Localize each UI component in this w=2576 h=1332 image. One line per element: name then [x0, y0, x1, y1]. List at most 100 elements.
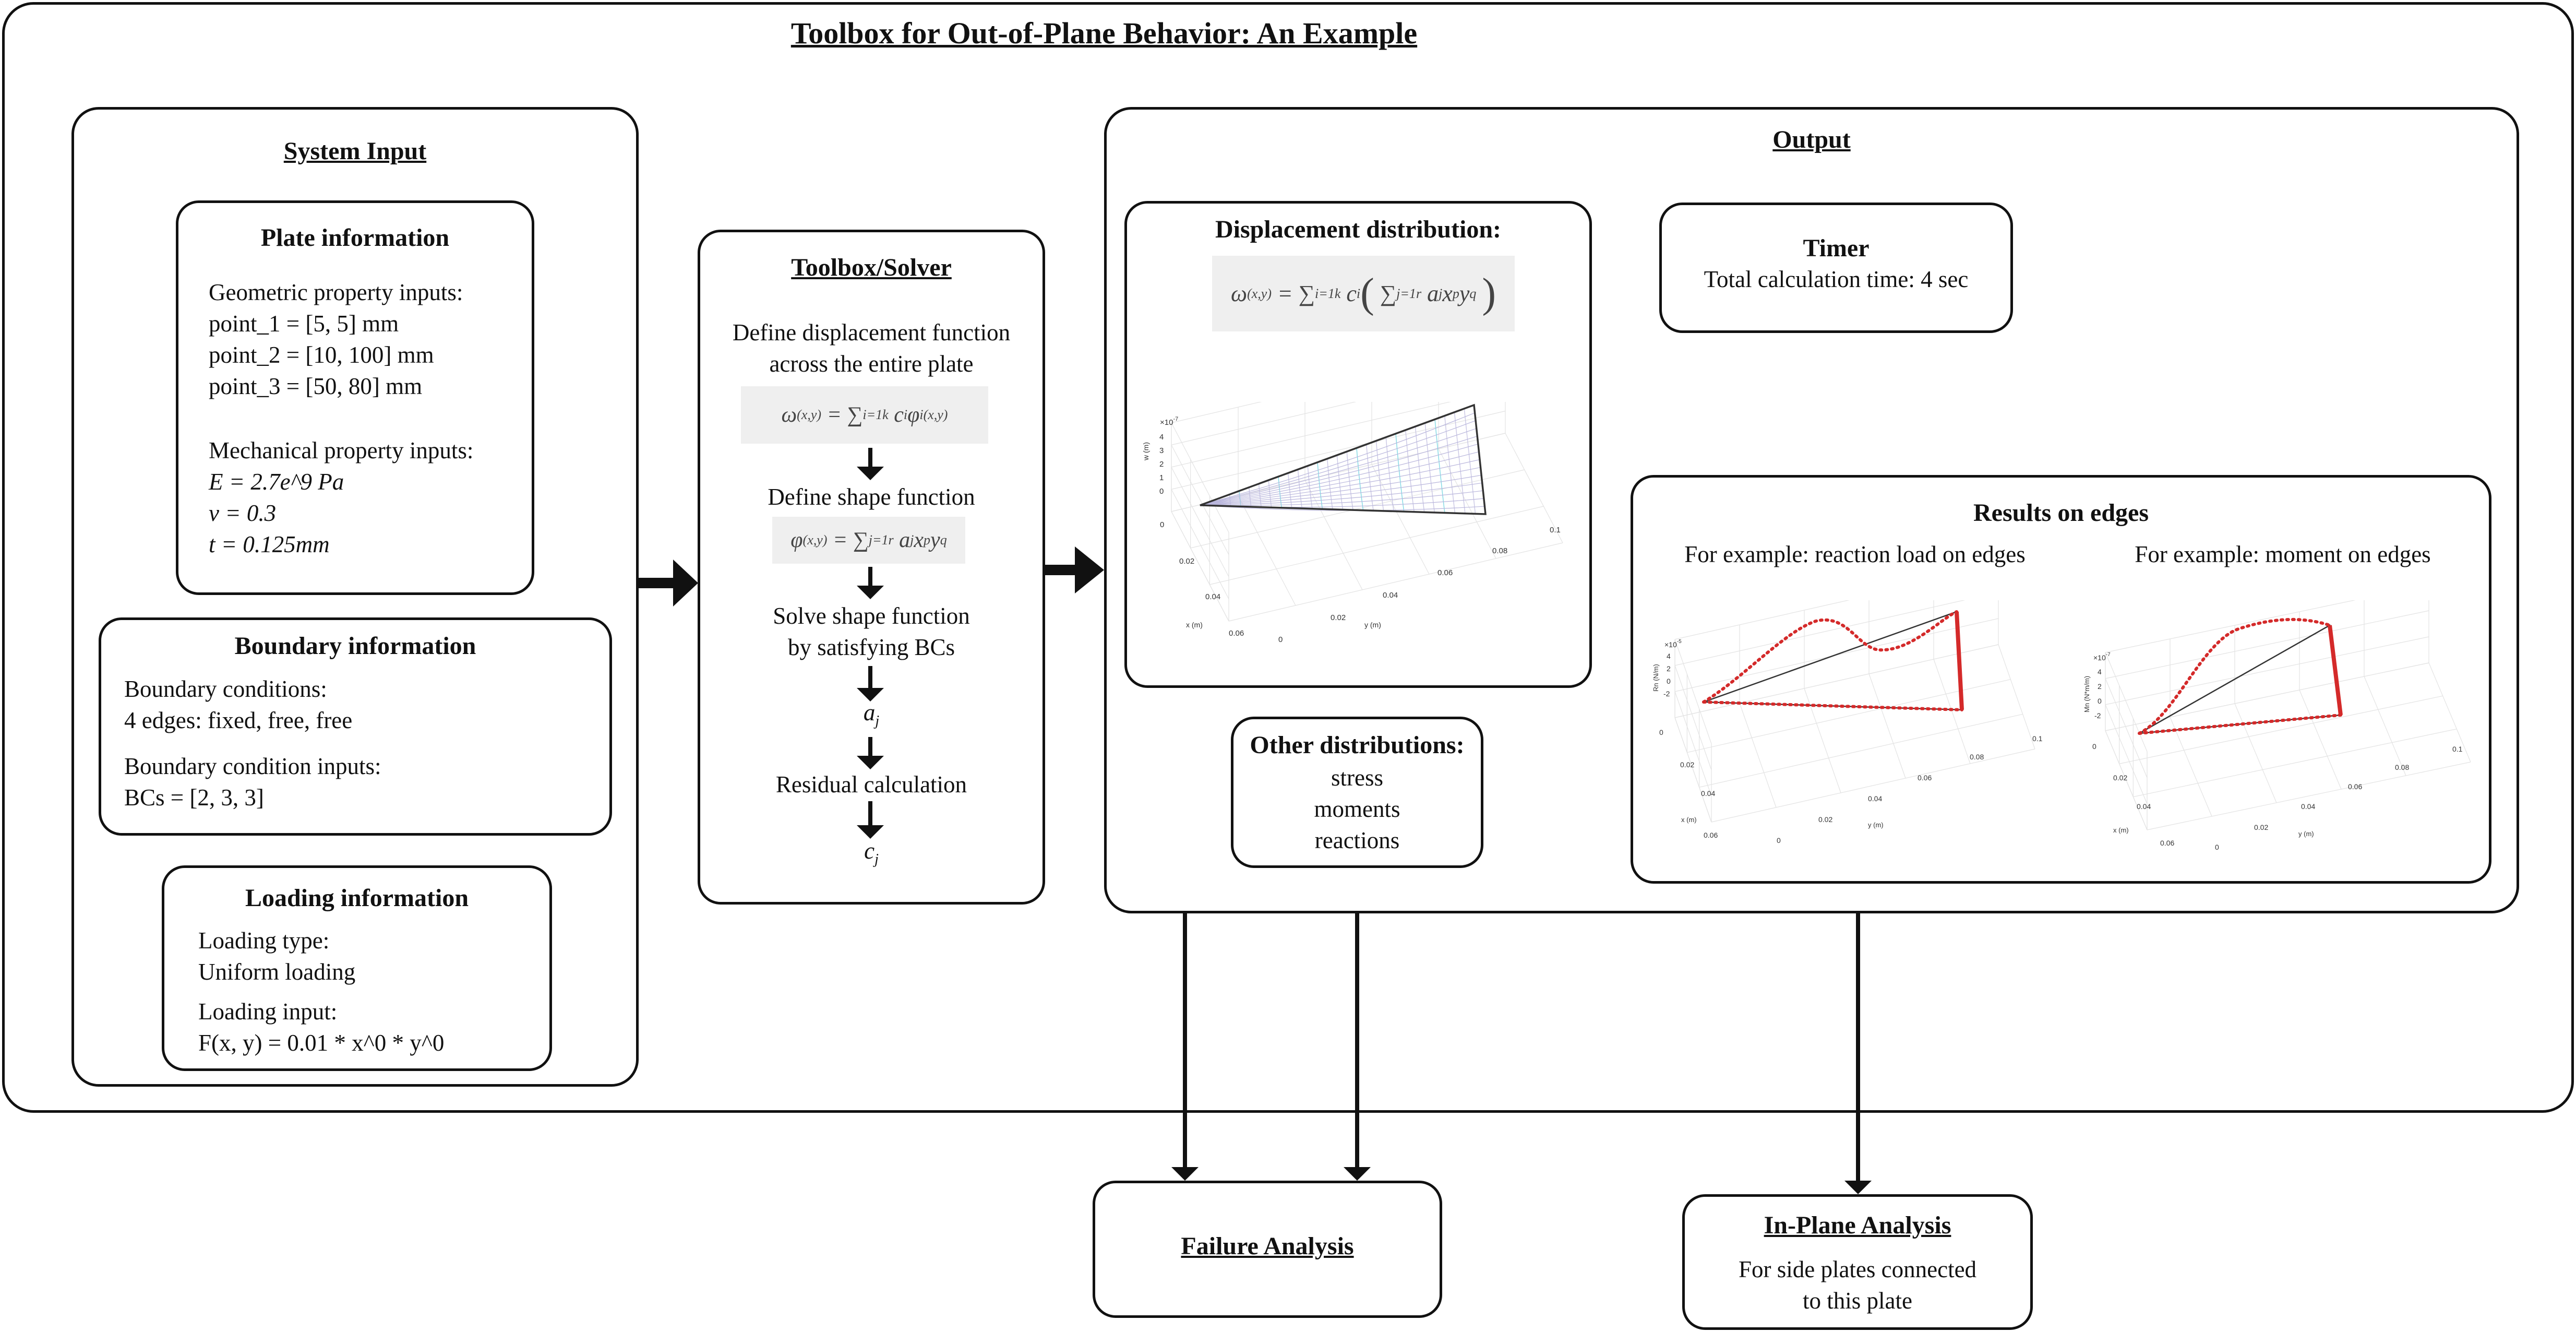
reaction-x-label: x (m) — [1681, 816, 1697, 824]
solver-header: Toolbox/Solver — [791, 254, 952, 281]
displacement-grid-floor-line — [1438, 448, 1496, 559]
mesh-line — [1346, 451, 1353, 510]
reaction-grid-floor-line — [1933, 659, 1971, 764]
displacement-grid-wall-line — [1171, 410, 1506, 490]
inplane-text-line1: For side plates connected — [1738, 1256, 1977, 1282]
displacement-grid-floor-line — [1228, 542, 1563, 622]
y-tick-0: 0 — [1278, 635, 1283, 644]
reaction-grid-floor-line — [1998, 644, 2035, 750]
other-distributions-box — [1231, 717, 1483, 868]
other-item-stress: stress — [1331, 765, 1383, 791]
timer-header: Timer — [1803, 234, 1870, 262]
reaction-y-tick-008: 0.08 — [1970, 753, 1984, 761]
moment-x-tick-006: 0.06 — [2160, 839, 2174, 847]
loading-info-header: Loading information — [245, 884, 469, 912]
plate-info-box — [176, 200, 534, 595]
moment-y-tick-006: 0.06 — [2348, 782, 2362, 791]
mesh-line — [1454, 412, 1466, 514]
mesh-line — [1444, 415, 1456, 514]
displacement-grid-wall-line — [1171, 402, 1451, 468]
boundary-bcs: BCs = [2, 3, 3] — [124, 784, 264, 811]
inplane-analysis-header: In-Plane Analysis — [1764, 1211, 1951, 1239]
x-tick-004: 0.04 — [1205, 592, 1220, 601]
mech-label: Mechanical property inputs: — [209, 437, 474, 463]
other-item-moments: moments — [1314, 796, 1400, 822]
moment-grid-floor-line — [2170, 717, 2212, 817]
edges-example-moment: For example: moment on edges — [2135, 541, 2431, 567]
boundary-inputs-label: Boundary condition inputs: — [124, 753, 381, 779]
moment-grid-wall-line — [2105, 652, 2148, 752]
reaction-y-tick-004: 0.04 — [1868, 794, 1882, 803]
cj-subscript: j — [874, 851, 879, 867]
other-distributions-header: Other distributions: — [1250, 731, 1465, 759]
moment-y-label: y (m) — [2298, 830, 2314, 838]
reaction-y-tick-0: 0 — [1777, 836, 1781, 845]
loading-info-box — [162, 865, 552, 1071]
boundary-cond-label: Boundary conditions: — [124, 676, 327, 702]
failure-analysis-box — [1093, 1181, 1442, 1318]
plate-info-header: Plate information — [260, 224, 450, 252]
results-on-edges-header: Results on edges — [1973, 499, 2149, 527]
y-tick-006: 0.06 — [1437, 568, 1453, 577]
displacement-grid-wall-line — [1171, 402, 1262, 423]
reaction-grid-wall-line — [1674, 639, 1712, 744]
moment-x-label: x (m) — [2113, 826, 2129, 834]
moment-grid-wall-line — [2105, 610, 2429, 679]
moment-z-label: Mn (N*m/m) — [2083, 676, 2091, 712]
x-axis-label: x (m) — [1186, 621, 1203, 629]
reaction-grid-floor-line — [1739, 703, 1777, 808]
reaction-x-tick-002: 0.02 — [1680, 760, 1694, 769]
displacement-surface-mesh — [1200, 408, 1485, 514]
moment-scale: ×10-7 — [2093, 652, 2111, 662]
mesh-line — [1307, 466, 1313, 509]
timer-text: Total calculation time: 4 sec — [1704, 266, 1969, 292]
diagram-title: Toolbox for Out-of-Plane Behavior: An Ex… — [790, 16, 1418, 50]
z-tick-0: 0 — [1159, 487, 1164, 496]
boundary-info-header: Boundary information — [234, 632, 476, 660]
moment-grid-wall-line — [2105, 678, 2148, 778]
z-tick-4: 4 — [1159, 433, 1164, 442]
x-tick-002: 0.02 — [1179, 557, 1194, 566]
reaction-free-edge — [1702, 700, 1963, 711]
toolbox-frame — [2, 2, 2574, 1113]
z-tick-3: 3 — [1159, 446, 1164, 455]
moment-grid-floor-line — [2428, 662, 2471, 763]
moment-free-edge — [2138, 713, 2342, 735]
mesh-line — [1200, 490, 1483, 506]
moment-grid-floor-line — [2119, 695, 2443, 764]
reaction-z-tick-0: 0 — [1667, 677, 1671, 685]
reaction-z-tick-neg2: -2 — [1663, 689, 1670, 698]
point-2: point_2 = [10, 100] mm — [209, 342, 434, 368]
moment-grid-floor-line — [2133, 729, 2457, 798]
reaction-curve — [1702, 610, 1958, 704]
mesh-line — [1200, 467, 1481, 506]
reaction-y-tick-006: 0.06 — [1918, 774, 1932, 782]
arrow-other-to-failure — [1344, 868, 1371, 1181]
timer-box — [1659, 203, 2013, 333]
z-tick-2: 2 — [1159, 460, 1164, 469]
displacement-plot: ×10-7 4 3 2 1 0 w (m) 0 0.02 0.04 0.06 x… — [1142, 402, 1563, 644]
mesh-line — [1200, 420, 1476, 506]
displacement-grid-floor-line — [1304, 480, 1363, 590]
displacement-grid-floor-line — [1505, 433, 1563, 543]
reaction-fixed-edge — [1955, 611, 1964, 710]
reaction-x-tick-006: 0.06 — [1704, 831, 1718, 839]
reaction-z-tick-2: 2 — [1667, 664, 1671, 673]
moment-grid-wall-line — [2105, 704, 2148, 804]
reaction-plot-grid — [1674, 600, 2035, 823]
reaction-grid-wall-line — [1674, 600, 1850, 640]
cj-symbol: c — [864, 838, 875, 864]
mesh-line — [1200, 444, 1479, 506]
moment-edge-plot: ×10-7 4 2 0 -2 Mn (N*m/m) 0 0.02 0.04 0.… — [2083, 600, 2471, 851]
x-tick-006: 0.06 — [1229, 629, 1244, 638]
reaction-grid-floor-line — [1711, 748, 2035, 823]
loading-type-label: Loading type: — [198, 927, 330, 954]
geo-label: Geometric property inputs: — [209, 279, 463, 305]
solver-step4: Residual calculation — [775, 771, 967, 798]
boundary-info-box — [99, 617, 612, 836]
solver-step1-line2: across the entire plate — [769, 351, 974, 377]
reaction-grid-wall-line — [1674, 644, 1999, 718]
